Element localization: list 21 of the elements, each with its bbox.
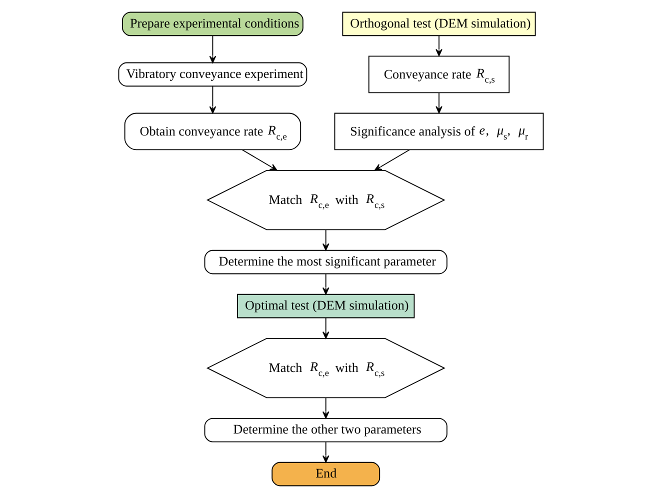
arrow: [435, 35, 442, 56]
arrow: [322, 317, 329, 339]
arrow: [322, 274, 329, 295]
arrow: [208, 35, 216, 64]
arrow: [322, 442, 329, 463]
node-box: Determine the most significant parameter: [204, 250, 447, 274]
arrow: [241, 149, 277, 171]
node-box: Vibratory conveyance experiment: [118, 62, 307, 87]
node-box: Conveyance rate R$_{c,s}$: [368, 56, 510, 94]
node-box: Orthogonal test (DEM simulation): [342, 12, 536, 36]
arrow: [435, 92, 442, 114]
node-box: Significance analysis of e, μ$_{s}$, μ$_{r}$: [334, 112, 544, 150]
arrow: [374, 149, 410, 171]
arrow: [322, 230, 329, 251]
node-box: Prepare experimental conditions: [122, 12, 303, 36]
node-box: Determine the other two parameters: [204, 418, 447, 442]
arrow: [208, 86, 216, 114]
node-box: Optimal test (DEM simulation): [236, 294, 414, 318]
node-box: End: [271, 462, 380, 486]
node-box: Obtain conveyance rate R$_{c,e}$: [124, 112, 301, 150]
arrow: [322, 398, 329, 419]
